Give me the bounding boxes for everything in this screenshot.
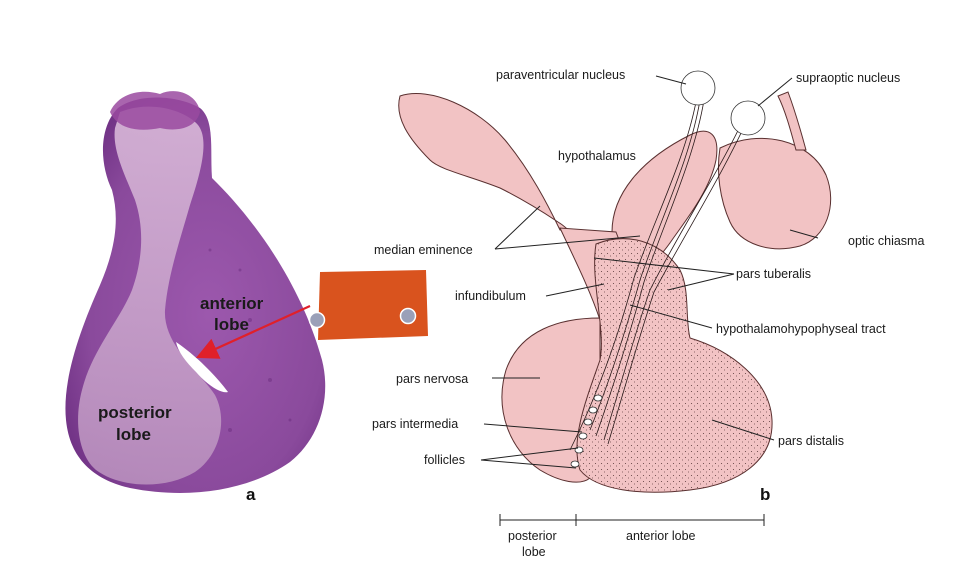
pars-intermedia-label: pars intermedia	[372, 417, 458, 431]
pars-distalis-label: pars distalis	[778, 434, 844, 448]
infundibulum-label: infundibulum	[455, 289, 526, 303]
nerve-tract	[569, 99, 749, 451]
supraoptic-nucleus-label: supraoptic nucleus	[796, 71, 900, 85]
pars-distalis-shape	[576, 238, 773, 493]
scale-posterior-line2: lobe	[522, 545, 546, 559]
panel-letter-a: a	[246, 485, 256, 504]
hypothalamus-label: hypothalamus	[558, 149, 636, 163]
gland-texture	[208, 248, 292, 432]
optic-chiasma-label: optic chiasma	[848, 234, 924, 248]
anterior-lobe-label-line2: lobe	[214, 315, 249, 334]
posterior-lobe-label-line2: lobe	[116, 425, 151, 444]
scale-posterior-line1: posterior	[508, 529, 557, 543]
follicles-label: follicles	[424, 453, 465, 467]
posterior-lobe-label-line1: posterior	[98, 403, 172, 422]
pin-icon-left[interactable]	[308, 311, 326, 329]
arrow-icon[interactable]	[195, 304, 311, 359]
histology-micrograph: anterior lobe posterior lobe a	[65, 91, 326, 504]
pars-nervosa-shape	[501, 317, 601, 483]
pars-nervosa-label: pars nervosa	[396, 372, 468, 386]
paraventricular-nucleus-label: paraventricular nucleus	[496, 68, 625, 82]
pars-tuberalis-label: pars tuberalis	[736, 267, 811, 281]
gland-top-tissue	[110, 91, 200, 130]
paraventricular-nucleus-icon	[680, 70, 716, 106]
pin-icon-right[interactable]	[399, 307, 417, 325]
hypothalamus-shape	[398, 93, 718, 283]
optic-chiasma-shape	[717, 137, 832, 250]
lobe-scale-bar	[499, 514, 765, 526]
follicles-icon	[570, 394, 603, 468]
anterior-lobe-label-line1: anterior	[200, 294, 264, 313]
gland-posterior-region	[78, 106, 222, 485]
optic-nerve-shape	[777, 91, 807, 151]
scale-anterior-label: anterior lobe	[626, 529, 696, 543]
pituitary-schematic: paraventricular nucleus supraoptic nucle…	[372, 68, 924, 559]
supraoptic-nucleus-icon	[730, 100, 766, 136]
panel-letter-b: b	[760, 485, 770, 504]
sticky-note-icon[interactable]	[318, 270, 428, 340]
gland-cleft	[176, 342, 228, 393]
hypothalamohypophyseal-tract-label: hypothalamohypophyseal tract	[716, 322, 886, 336]
annotation-overlay[interactable]	[195, 270, 428, 359]
median-eminence-label: median eminence	[374, 243, 473, 257]
